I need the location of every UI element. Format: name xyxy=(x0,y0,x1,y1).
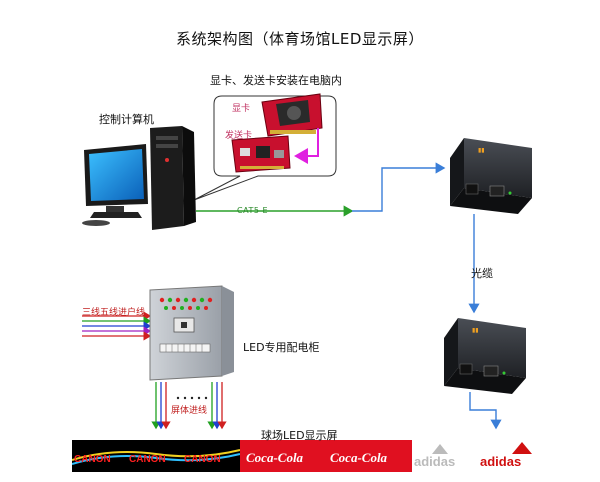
sender-card-label: 发送卡 xyxy=(225,131,253,141)
cabinet-label: LED专用配电柜 xyxy=(243,341,320,354)
indicator-lights xyxy=(159,297,213,310)
canon-logo-3: CANON xyxy=(184,454,221,465)
media-converter-icon: ▮▮ xyxy=(450,138,532,214)
screen-input-label: 屏体进线 xyxy=(170,403,209,416)
adidas-logo-2: adidas xyxy=(480,454,521,469)
fiber-line-upper xyxy=(352,162,446,212)
install-arrow xyxy=(294,128,319,164)
fiber-line-lower xyxy=(469,392,502,430)
fiber-label: 光缆 xyxy=(471,267,493,280)
canon-logo-1: CANON xyxy=(74,454,111,465)
page-title: 系统架构图（体育场馆LED显示屏） xyxy=(176,30,424,48)
media-converter-icon: ▮▮ xyxy=(444,318,526,394)
distribution-cabinet-icon xyxy=(149,285,234,381)
led-banner-icon: CANON CANON CANON Coca-Cola Coca-Cola ad… xyxy=(72,440,548,472)
field-screen-label: 球场LED显示屏 xyxy=(261,429,338,442)
power-input-lines xyxy=(82,311,152,341)
breaker-row xyxy=(159,343,211,353)
tower-icon xyxy=(150,126,196,230)
power-input-label: 三线五线进户线 xyxy=(82,308,146,318)
cocacola-logo-2: Coca-Cola xyxy=(330,450,388,465)
gpu-caption: 显卡、发送卡安装在电脑内 xyxy=(210,74,342,87)
computer-icon xyxy=(82,126,196,230)
screen-feed-lines xyxy=(151,382,227,430)
control-pc-label: 控制计算机 xyxy=(99,113,154,126)
cocacola-logo-1: Coca-Cola xyxy=(246,450,304,465)
canon-logo-2: CANON xyxy=(129,454,166,465)
adidas-logo-1: adidas xyxy=(414,454,455,469)
gpu-label: 显卡 xyxy=(232,104,251,114)
svg-text:▮▮: ▮▮ xyxy=(472,327,479,334)
sender-card-icon xyxy=(231,135,291,173)
graphics-card-icon xyxy=(261,93,323,137)
svg-text:▮▮: ▮▮ xyxy=(478,147,485,154)
cat5e-label: CAT5 E xyxy=(237,206,269,215)
monitor-icon xyxy=(84,144,148,218)
